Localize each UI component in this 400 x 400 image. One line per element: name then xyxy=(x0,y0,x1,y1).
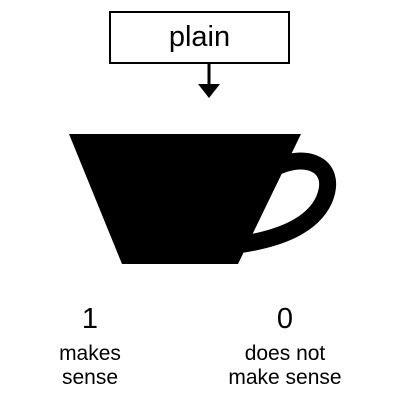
outcome-label-line2: make sense xyxy=(228,366,342,389)
cup-body xyxy=(69,134,301,264)
outcome-does-not-make-sense: 0 does not make sense xyxy=(210,302,360,390)
cup-handle xyxy=(235,152,337,253)
outcome-value-one: 1 xyxy=(81,303,99,335)
arrow-down-icon xyxy=(198,64,220,98)
outcome-makes-sense: 1 makes sense xyxy=(30,302,150,390)
cup-icon xyxy=(69,134,337,264)
plain-label: plain xyxy=(168,21,231,53)
outcome-label-line1: makes xyxy=(59,342,121,365)
outcome-value-zero: 0 xyxy=(276,303,294,335)
plain-label-box: plain xyxy=(109,11,290,64)
outcome-label-line2: sense xyxy=(61,366,119,389)
outcome-label-line1: does not xyxy=(244,342,326,365)
